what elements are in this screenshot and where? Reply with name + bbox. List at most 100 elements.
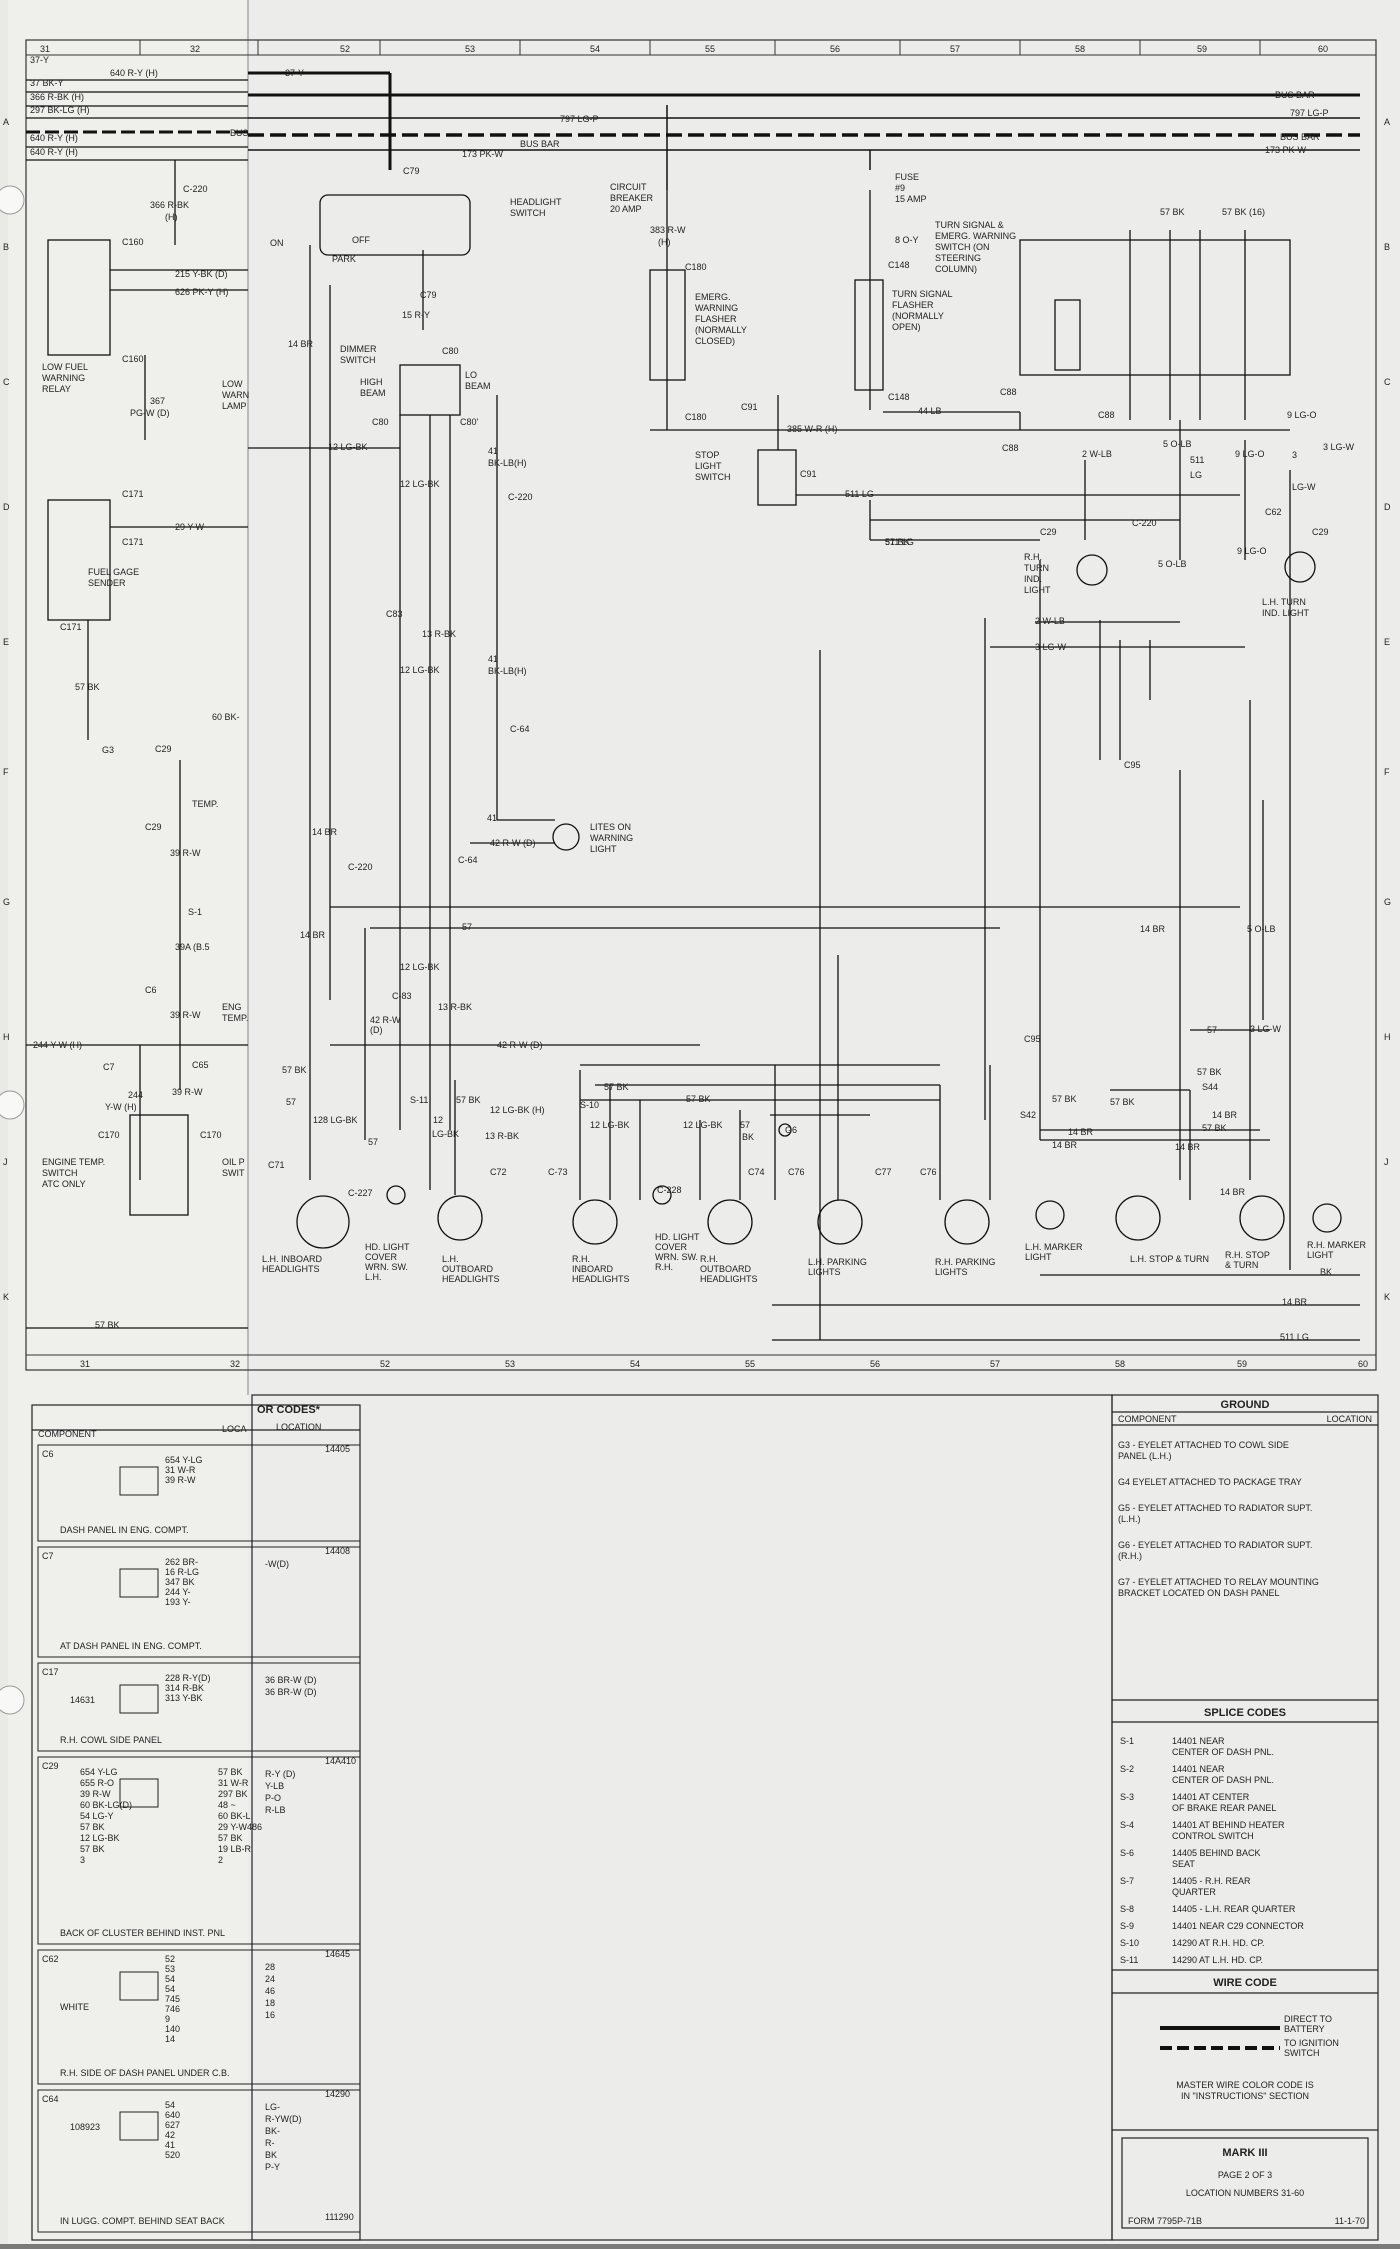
connector-label: C-220 (1132, 518, 1157, 528)
connector-label: C88 (1098, 410, 1115, 420)
wire-label: 42 R-W (D) (490, 838, 536, 848)
load-component-label: WRN. SW. (655, 1252, 698, 1262)
connector-label: C-228 (657, 1185, 682, 1195)
wire-label: 12 LG-BK (590, 1120, 630, 1130)
bus-wire-label: 797 LG-P (1290, 108, 1329, 118)
color-code-wire: 57 BK (218, 1767, 243, 1777)
wire-label: 57 BK (16) (1222, 207, 1265, 217)
ground-entry: PANEL (L.H.) (1118, 1451, 1172, 1461)
color-codes-column-header: LOCA (222, 1424, 247, 1434)
load-component-label: L.H. STOP & TURN (1130, 1254, 1209, 1264)
row-letter-left: J (3, 1157, 8, 1167)
row-letter-left: K (3, 1292, 9, 1302)
emerg-flasher-label: FLASHER (695, 314, 737, 324)
load-component-label: R.H. (700, 1254, 718, 1264)
color-code-caption: R.H. SIDE OF DASH PANEL UNDER C.B. (60, 2068, 230, 2078)
color-code-wire: 31 W-R (218, 1778, 249, 1788)
load-component-label: HEADLIGHTS (442, 1274, 500, 1284)
wire-label: 57 BK (1052, 1094, 1077, 1104)
column-number-top: 54 (590, 44, 600, 54)
color-code-wire: 655 R-O (80, 1778, 114, 1788)
color-code-pin: 54 (165, 1974, 175, 1984)
ground-entry: BRACKET LOCATED ON DASH PANEL (1118, 1588, 1280, 1598)
color-code-wire: 262 BR- (165, 1557, 198, 1567)
column-number-top: 56 (830, 44, 840, 54)
row-letter-right: G (1384, 897, 1391, 907)
connector-label: C77 (875, 1167, 892, 1177)
color-code-location: 14408 (325, 1546, 350, 1556)
connector-label: C-220 (508, 492, 533, 502)
wire-label: 511 LG (1280, 1332, 1309, 1342)
engine-temp-switch-label: ATC ONLY (42, 1179, 86, 1189)
color-code-wire: 57 BK (80, 1844, 105, 1854)
high-beam-label: BEAM (360, 388, 386, 398)
wire-code-ignition: SWITCH (1284, 2048, 1320, 2058)
bus-wire-label: BUS BAR (520, 139, 560, 149)
column-number-top: 52 (340, 44, 350, 54)
connector-label: S-1 (188, 907, 202, 917)
misc-label: SWIT (222, 1168, 245, 1178)
wiring-lines (26, 160, 1360, 1341)
load-component-label: HD. LIGHT (365, 1242, 410, 1252)
color-code-wire: 60 BK-LG(D) (80, 1800, 132, 1810)
rh-turn-indicator-label: IND. (1024, 574, 1042, 584)
binder-hole (0, 185, 25, 215)
color-code-extra: R-Y (D) (265, 1769, 295, 1779)
high-beam-label: HIGH (360, 377, 383, 387)
connector-label: C80 (442, 346, 459, 356)
wire-label: 128 LG-BK (313, 1115, 358, 1125)
color-code-wire: 228 R-Y(D) (165, 1673, 211, 1683)
rh-turn-indicator-label: LIGHT (1024, 585, 1051, 595)
color-code-extra: 18 (265, 1998, 275, 2008)
engine-temp-switch-label: ENGINE TEMP. (42, 1157, 105, 1167)
wire-label: 12 LG-BK (H) (490, 1105, 545, 1115)
load-component-label: WRN. SW. (365, 1262, 408, 1272)
splice-code-id: S-10 (1120, 1938, 1139, 1948)
color-code-pin: 9 (165, 2014, 170, 2024)
wire-label-left: 640 R-Y (H) (30, 147, 78, 157)
ground-entry: G5 - EYELET ATTACHED TO RADIATOR SUPT. (1118, 1503, 1312, 1513)
color-code-caption: AT DASH PANEL IN ENG. COMPT. (60, 1641, 202, 1651)
color-codes-title: OR CODES* (257, 1404, 321, 1416)
ground-entry: G6 - EYELET ATTACHED TO RADIATOR SUPT. (1118, 1540, 1312, 1550)
wire-label: 60 BK- (212, 712, 240, 722)
color-code-row (37, 1756, 361, 1945)
splice-code-id: S-6 (1120, 1848, 1134, 1858)
revision-date: 11-1-70 (1335, 2216, 1365, 2226)
connector-label: C-220 (183, 184, 208, 194)
color-code-pin: 14 (165, 2034, 175, 2044)
wire-label: PG-W (D) (130, 408, 170, 418)
color-code-wire: 39 R-W (165, 1475, 196, 1485)
connector-label: C71 (268, 1160, 285, 1170)
stop-light-switch-label: LIGHT (695, 461, 722, 471)
connector-label: C171 (60, 622, 82, 632)
wire-code-note: MASTER WIRE COLOR CODE IS (1176, 2080, 1314, 2090)
connector-label: C171 (122, 489, 144, 499)
column-number-bottom: 52 (380, 1359, 390, 1369)
color-code-connector-id: C7 (42, 1551, 54, 1561)
connector-label: C72 (490, 1167, 507, 1177)
load-component-label: HEADLIGHTS (700, 1274, 758, 1284)
row-letter-right: B (1384, 242, 1390, 252)
color-code-wire: 39 R-W (80, 1789, 111, 1799)
wire-label: 14 BR (1140, 924, 1166, 934)
row-letter-right: D (1384, 502, 1391, 512)
wire-label: 15 R-Y (402, 310, 430, 320)
load-component-label: COVER (655, 1242, 688, 1252)
column-number-top: 32 (190, 44, 200, 54)
color-code-extra: 28 (265, 1962, 275, 1972)
color-code-wire: 60 BK-L (218, 1811, 251, 1821)
bus-wire-label: 173 PK-W (462, 149, 504, 159)
connector-label: C76 (920, 1167, 937, 1177)
wire-label: 9 LG-O (1287, 410, 1317, 420)
color-code-wire: 3 (80, 1855, 85, 1865)
color-code-caption: BACK OF CLUSTER BEHIND INST. PNL (60, 1928, 225, 1938)
wire-code-battery: DIRECT TO (1284, 2014, 1332, 2024)
wire-label: 367 (150, 396, 165, 406)
ground-entry: G4 EYELET ATTACHED TO PACKAGE TRAY (1118, 1477, 1302, 1487)
wire-code-title: WIRE CODE (1213, 1977, 1277, 1989)
wire-label: 12 LG-BK (683, 1120, 723, 1130)
color-code-wire: 297 BK (218, 1789, 248, 1799)
load-component-label: LIGHTS (935, 1267, 968, 1277)
